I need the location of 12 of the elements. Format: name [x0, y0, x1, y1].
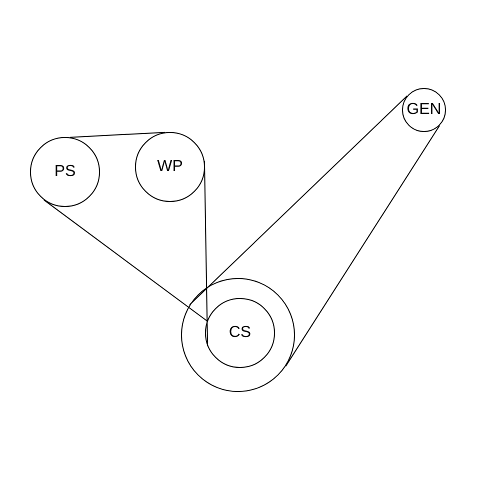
pulley-label: CS — [228, 324, 252, 342]
pulley-circle — [402, 88, 446, 132]
pulley-label: PS — [54, 163, 76, 181]
pulley-circle — [135, 132, 205, 202]
pulley-circle — [30, 137, 100, 207]
pulley-circle — [181, 278, 295, 392]
pulley-label: WP — [157, 158, 183, 176]
belt-line — [69, 132, 166, 138]
pulley-circle — [205, 298, 275, 368]
pulley-label: GEN — [406, 101, 442, 119]
belt-line — [43, 199, 208, 322]
belt-line — [285, 125, 440, 367]
